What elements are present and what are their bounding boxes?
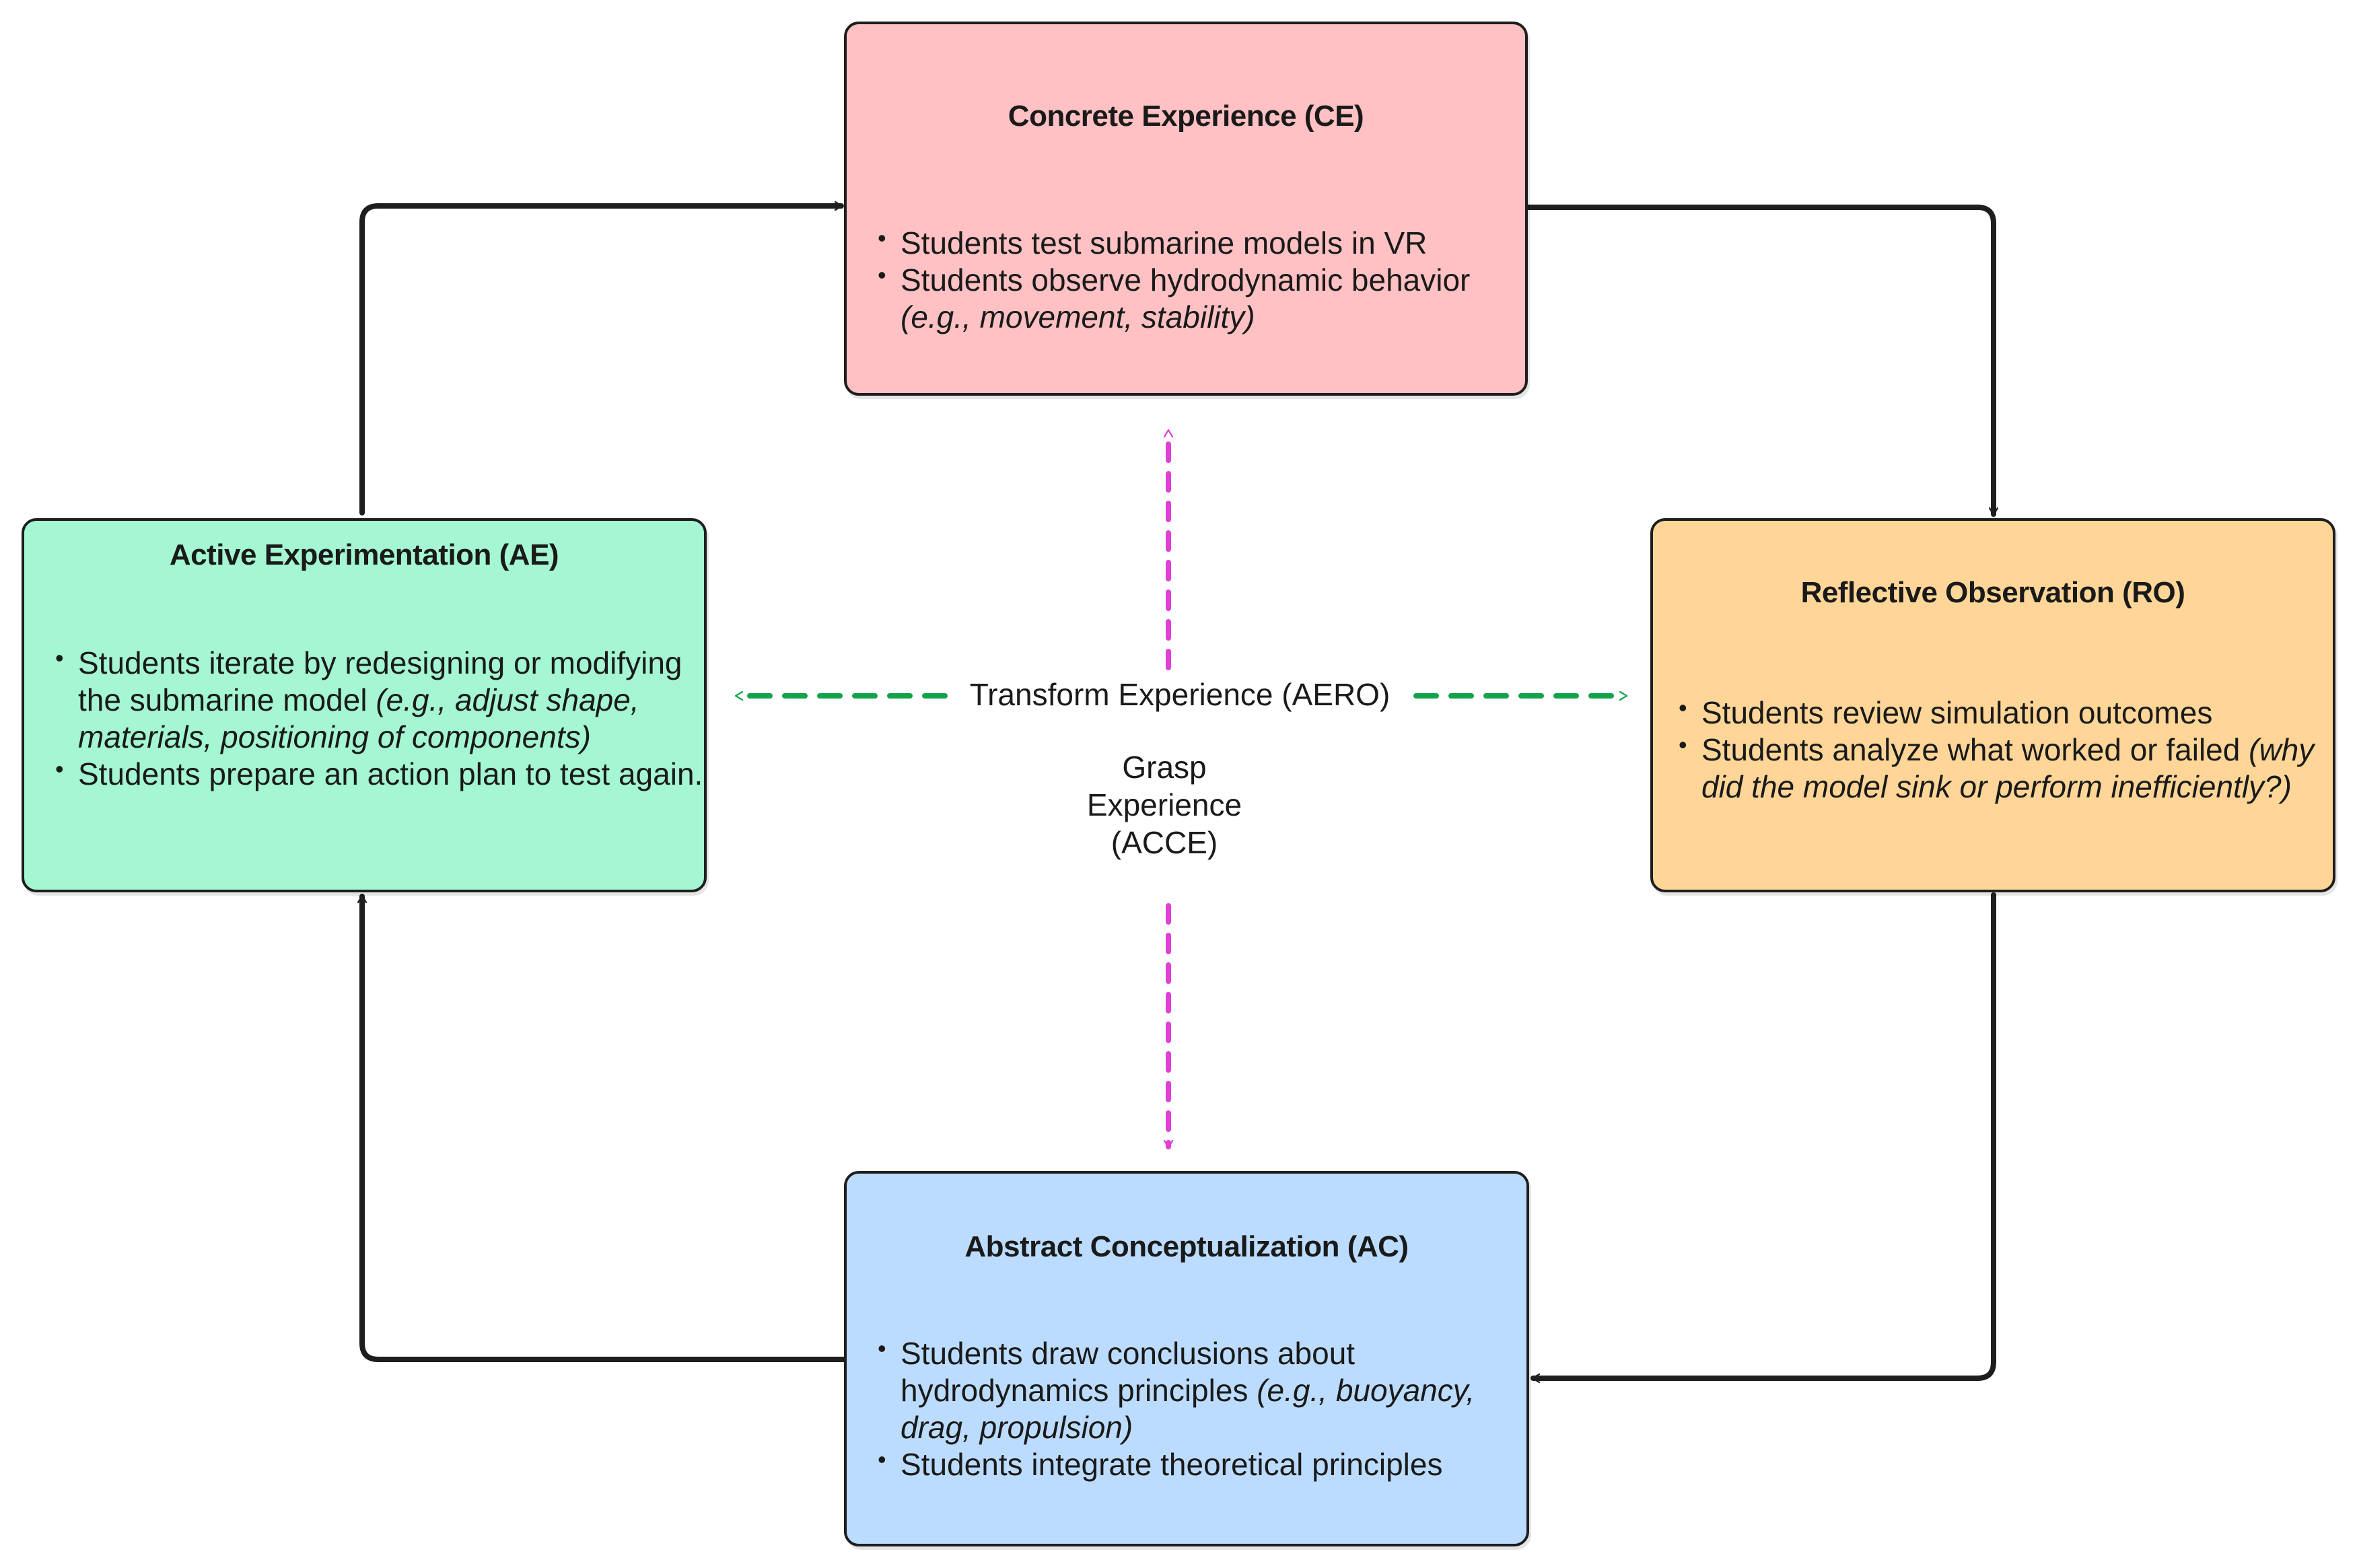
concrete-experience-box: Concrete Experience (CE) Students test s… xyxy=(844,22,1528,396)
transform-experience-label: Transform Experience (AERO) xyxy=(948,676,1412,713)
list-item: Students observe hydrodynamic behavior (… xyxy=(874,256,1525,336)
grasp-label-line: Experience xyxy=(1086,787,1242,822)
reflective-observation-title: Reflective Observation (RO) xyxy=(1800,576,2185,609)
concrete-experience-title: Concrete Experience (CE) xyxy=(1008,100,1364,133)
concrete-experience-list: Students test submarine models in VR Stu… xyxy=(874,219,1525,336)
list-item: Students analyze what worked or failed (… xyxy=(1675,726,2333,806)
abstract-conceptualization-box: Abstract Conceptualization (AC) Students… xyxy=(844,1171,1529,1546)
arrow-ce-to-ro xyxy=(1525,205,1994,517)
reflective-observation-list: Students review simulation outcomes Stud… xyxy=(1675,689,2333,806)
active-experimentation-box: Active Experimentation (AE) Students ite… xyxy=(22,518,707,892)
grasp-label-line: Grasp xyxy=(1122,750,1207,785)
abstract-conceptualization-title: Abstract Conceptualization (AC) xyxy=(964,1230,1409,1263)
list-item: Students draw conclusions about hydrodyn… xyxy=(874,1330,1526,1446)
abstract-conceptualization-list: Students draw conclusions about hydrodyn… xyxy=(874,1330,1526,1483)
list-item: Students review simulation outcomes xyxy=(1675,689,2333,732)
list-item: Students integrate theoretical principle… xyxy=(874,1441,1526,1483)
list-item: Students test submarine models in VR xyxy=(874,219,1525,262)
list-item: Students iterate by redesigning or modif… xyxy=(51,639,704,756)
grasp-experience-label: Grasp Experience (ACCE) xyxy=(1050,748,1279,861)
arrow-ro-to-ac xyxy=(1531,892,1996,1378)
active-experimentation-list: Students iterate by redesigning or modif… xyxy=(51,639,704,793)
active-experimentation-title: Active Experimentation (AE) xyxy=(169,538,559,571)
reflective-observation-box: Reflective Observation (RO) Students rev… xyxy=(1650,518,2335,892)
arrow-ac-to-ae xyxy=(362,894,847,1362)
list-item: Students prepare an action plan to test … xyxy=(51,750,704,793)
arrow-ae-to-ce xyxy=(359,206,844,515)
grasp-label-line: (ACCE) xyxy=(1111,825,1218,860)
